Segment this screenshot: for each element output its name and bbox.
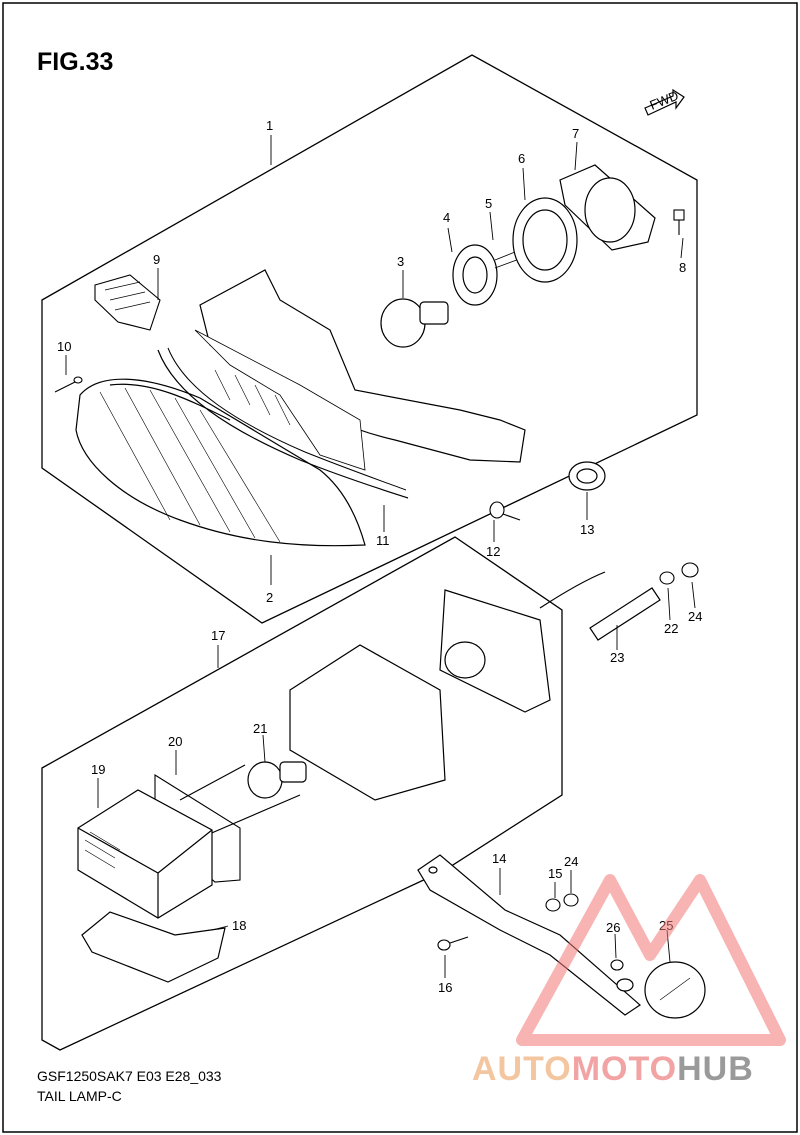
callout-15: 15: [548, 866, 562, 881]
gasket-part-7: [559, 164, 656, 251]
washer-part-26: [610, 959, 624, 971]
callout-23: 23: [610, 650, 624, 665]
figure-code: GSF1250SAK7 E03 E28_033: [37, 1068, 222, 1084]
figure-subtitle: TAIL LAMP-C: [37, 1088, 122, 1104]
gasket-strip: [157, 349, 409, 499]
lens-part-19: [77, 789, 213, 919]
callout-8: 8: [679, 260, 686, 275]
screw-part-16: [437, 936, 469, 951]
callout-1: 1: [266, 118, 273, 133]
reflector-part-25: [644, 961, 706, 1019]
lens-part: [75, 378, 366, 547]
callout-21: 21: [253, 721, 267, 736]
forward-arrow-icon: FWD: [644, 88, 685, 116]
callout-5: 5: [485, 196, 492, 211]
nut-part-24: [681, 562, 699, 578]
bulb-part-21: [247, 761, 307, 799]
gasket-part-18: [81, 911, 226, 983]
lower-assembly-outline: [41, 536, 563, 1051]
watermark-logo: [516, 874, 786, 1046]
ring-part-6: [512, 197, 578, 283]
grommet-part-13: [568, 461, 606, 491]
callout-12: 12: [486, 544, 500, 559]
callout-22: 22: [664, 621, 678, 636]
license-lamp-housing: [289, 571, 606, 801]
watermark-hub: HUB: [677, 1050, 754, 1088]
callout-11: 11: [376, 533, 390, 548]
clip-part: [94, 274, 161, 331]
bulb-part-3: [380, 298, 449, 348]
bracket-part-14: [417, 854, 641, 1016]
callout-26: 26: [606, 920, 620, 935]
callout-2: 2: [266, 590, 273, 605]
housing-part: [194, 269, 526, 471]
screw-part-8: [673, 209, 685, 235]
callout-19: 19: [91, 762, 105, 777]
callout-14: 14: [492, 851, 506, 866]
callout-17: 17: [211, 628, 225, 643]
tube-part-23: [589, 587, 661, 641]
nut-part-24b: [563, 893, 579, 907]
callout-24a: 24: [688, 609, 702, 624]
screw-part-10: [54, 376, 83, 393]
washer-part-15: [545, 898, 561, 912]
callout-3: 3: [397, 254, 404, 269]
upper-assembly-outline: [41, 54, 698, 624]
callout-7: 7: [572, 126, 579, 141]
callout-4: 4: [443, 210, 450, 225]
callout-20: 20: [168, 734, 182, 749]
callout-13: 13: [580, 522, 594, 537]
callout-18: 18: [232, 918, 246, 933]
figure-title: FIG.33: [37, 48, 114, 76]
callout-10: 10: [57, 339, 71, 354]
watermark-moto: MOTO: [571, 1050, 678, 1088]
watermark-text: AUTOMOTOHUB: [472, 1050, 754, 1089]
callout-6: 6: [518, 151, 525, 166]
callout-9: 9: [153, 252, 160, 267]
leader-lines: [65, 135, 696, 978]
watermark-auto: AUTO: [472, 1050, 572, 1088]
washer-part-22: [659, 571, 675, 585]
callout-24b: 24: [564, 854, 578, 869]
callout-16: 16: [438, 980, 452, 995]
screw-part-12: [489, 501, 521, 521]
socket-part-4: [452, 244, 523, 306]
